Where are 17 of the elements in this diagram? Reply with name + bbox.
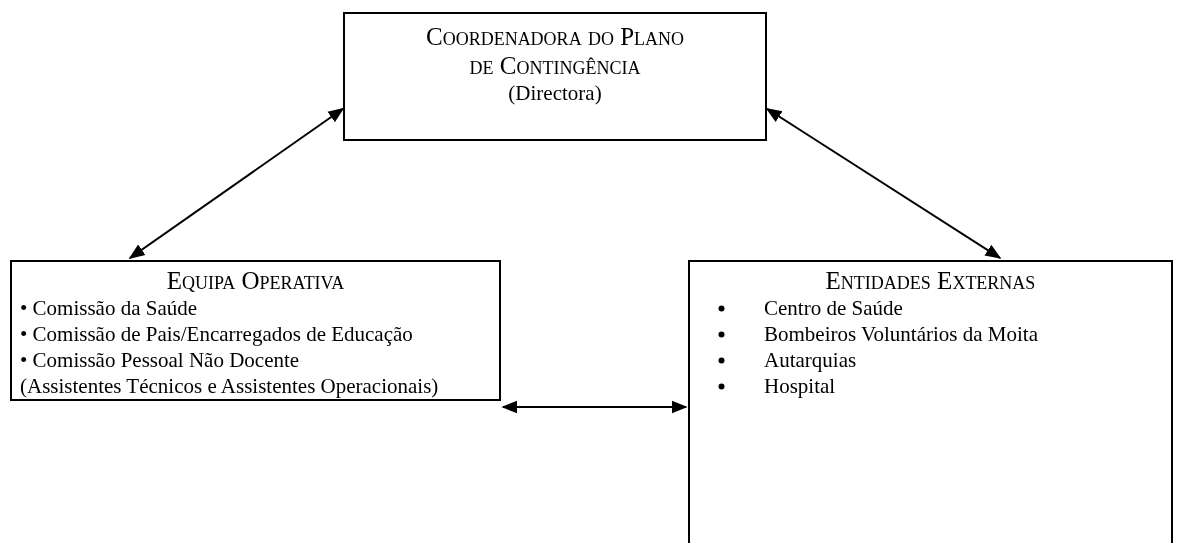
list-item: • Comissão Pessoal Não Docente (20, 347, 301, 373)
box-title: Equipa Operativa (165, 266, 346, 295)
list-item: • Comissão de Pais/Encarregados de Educação (20, 321, 414, 347)
list-item: Autarquias (764, 348, 857, 372)
box-title: Coordenadora do Plano de Contingência (424, 22, 686, 80)
list-item: Hospital (764, 374, 836, 398)
org-box (10, 260, 501, 401)
list-item: (Assistentes Técnicos e Assistentes Operacionais) (20, 373, 440, 399)
list-item: • Comissão da Saúde (20, 295, 199, 321)
org-box (688, 260, 1173, 543)
list-item: Centro de Saúde (764, 296, 903, 320)
list-item: Bombeiros Voluntários da Moita (764, 322, 1038, 346)
box-subtitle: (Directora) (507, 80, 603, 106)
org-box (343, 12, 767, 141)
box-title: Entidades Externas (824, 266, 1037, 295)
double-arrow (128, 107, 345, 259)
double-arrow (501, 400, 688, 414)
